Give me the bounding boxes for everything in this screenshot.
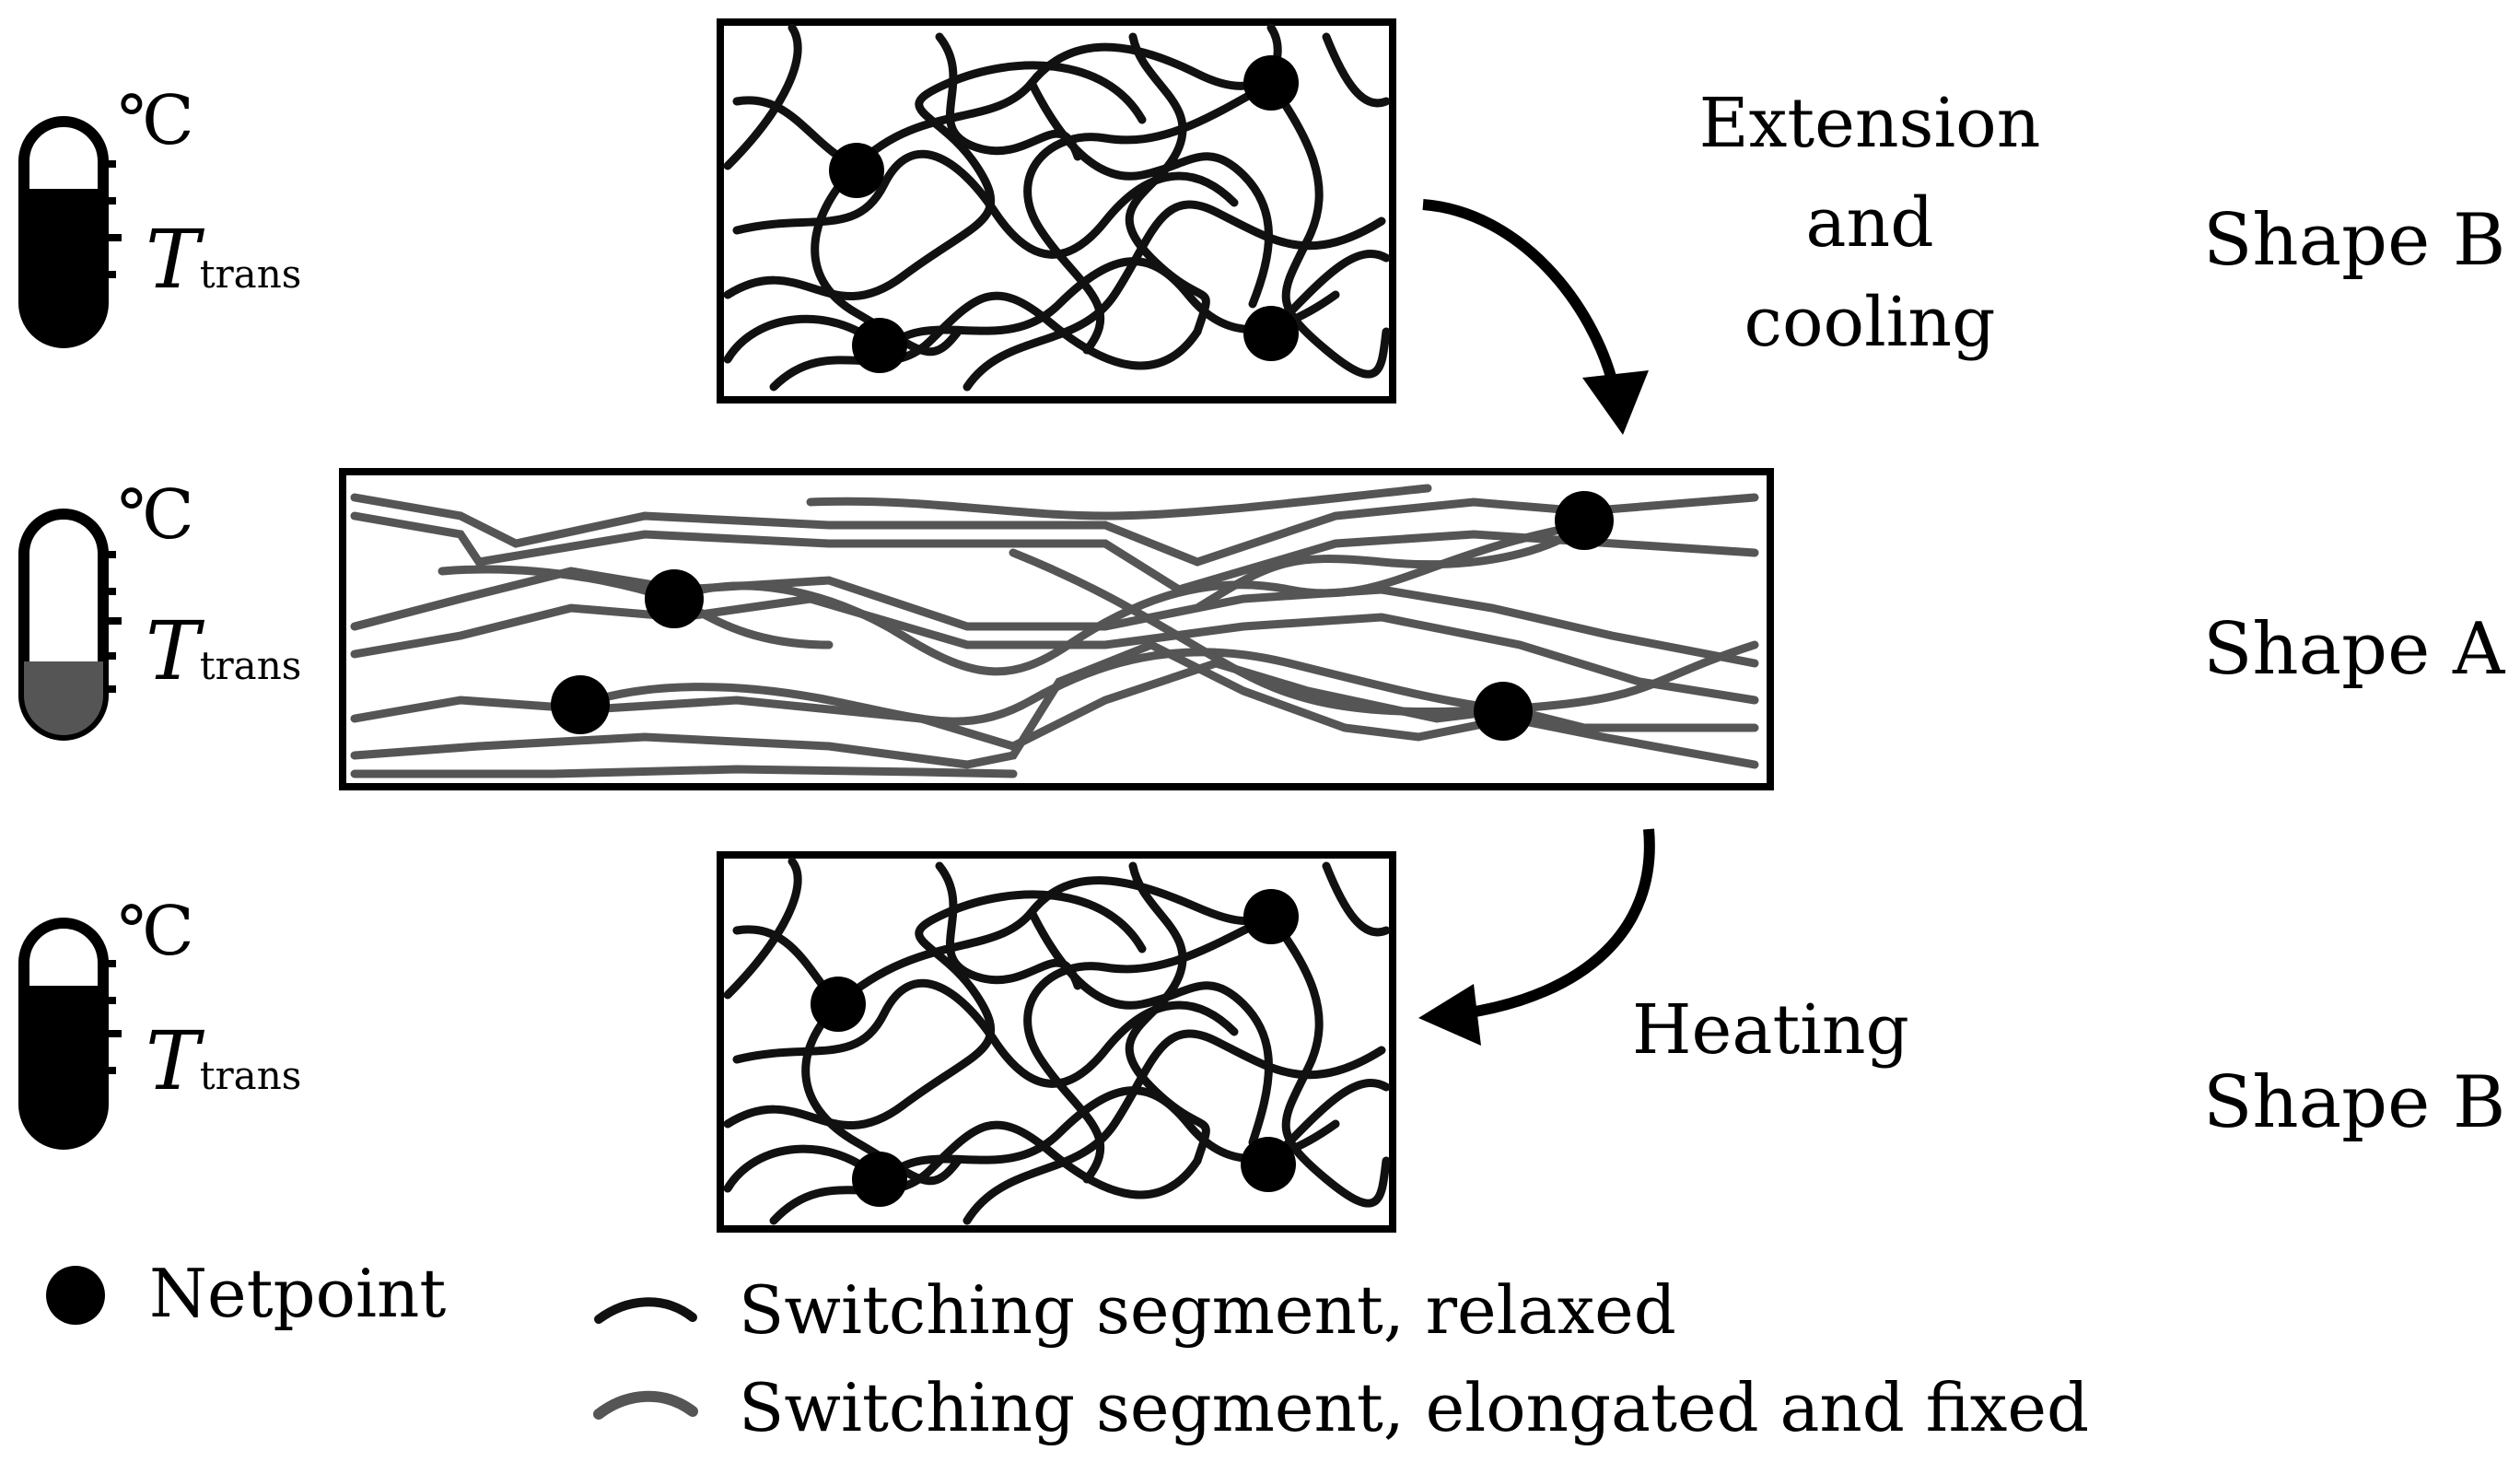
legend-relaxed-label: Switching segment, relaxed <box>739 1271 1676 1349</box>
shape-b-top-network <box>717 18 1396 404</box>
extension-cooling-label: Extension and cooling <box>1686 74 2054 372</box>
shape-a-label: Shape A <box>2203 608 2505 691</box>
thermometer-bottom-icon <box>18 918 122 1150</box>
legend-netpoint-label: Netpoint <box>149 1255 447 1332</box>
thermometer-bottom-subscript: trans <box>199 1053 302 1098</box>
thermometer-middle-unit: ℃ <box>118 475 194 555</box>
legend-fixed-label: Switching segment, elongated and fixed <box>739 1369 2090 1446</box>
thermometer-top-unit: ℃ <box>118 81 194 160</box>
thermometer-top-symbol: T <box>146 212 200 307</box>
heating-label: Heating <box>1632 990 1909 1070</box>
thermometer-bottom-ttrans: Ttrans <box>146 1013 301 1108</box>
thermometer-bottom-symbol: T <box>146 1013 200 1108</box>
heating-arrowhead <box>1418 984 1481 1046</box>
extension-label-line3: cooling <box>1744 283 1996 362</box>
thermometer-middle-icon <box>18 509 122 741</box>
extension-arrowhead <box>1582 370 1649 435</box>
shape-b-bottom-network <box>717 851 1396 1233</box>
thermometer-middle-subscript: trans <box>199 643 302 688</box>
shape-b-bottom-label: Shape B <box>2203 1061 2506 1144</box>
extension-label-line2: and <box>1805 183 1934 263</box>
legend-fixed-icon <box>593 1390 698 1420</box>
thermometer-top-ttrans: Ttrans <box>146 212 301 307</box>
thermometer-middle-ttrans: Ttrans <box>146 603 301 698</box>
thermometer-top-icon <box>18 116 122 348</box>
extension-label-line1: Extension <box>1698 84 2041 163</box>
thermometer-bottom-unit: ℃ <box>118 892 194 971</box>
legend-netpoint-icon <box>46 1266 105 1325</box>
shape-b-top-label: Shape B <box>2203 199 2506 282</box>
heating-arrow <box>1464 828 1655 1019</box>
legend-relaxed-icon <box>594 1297 697 1324</box>
thermometer-middle-symbol: T <box>146 603 200 698</box>
shape-a-middle-network <box>339 468 1774 790</box>
extension-arrow <box>1422 199 1619 389</box>
thermometer-top-subscript: trans <box>199 252 302 297</box>
